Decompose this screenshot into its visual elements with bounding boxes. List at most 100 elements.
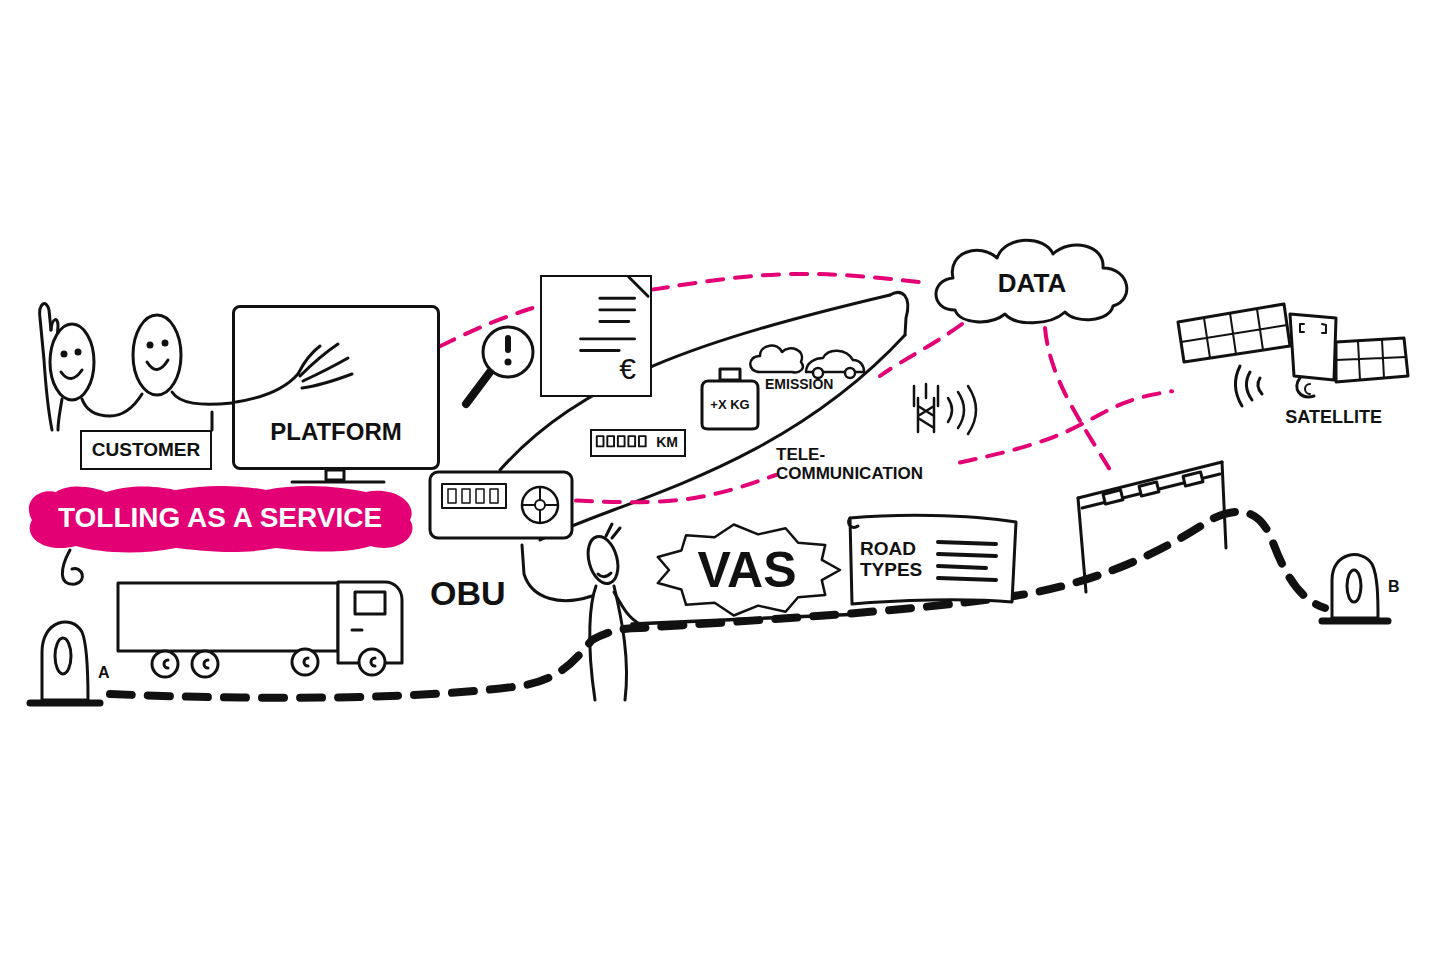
monitor-stand xyxy=(292,470,384,482)
data-connector xyxy=(652,274,925,290)
truck xyxy=(118,583,338,651)
monitor-stand xyxy=(326,470,344,480)
road-types-sheet-outline xyxy=(850,515,1016,604)
obu-device-outline xyxy=(535,500,545,510)
monitor-stand xyxy=(292,481,384,484)
point-label: B xyxy=(1388,578,1400,596)
toll-gantry xyxy=(1078,462,1222,508)
customer-people xyxy=(82,394,142,416)
magnifier xyxy=(466,372,490,404)
obu-device-outline xyxy=(476,489,484,503)
data-cloud: DATA xyxy=(925,230,1139,326)
service-cloud-outline xyxy=(29,486,413,553)
data-connector xyxy=(576,475,776,502)
magnifier xyxy=(505,335,511,353)
satellite-outline xyxy=(1305,384,1310,394)
telecom-antenna xyxy=(968,386,976,434)
waving-hand xyxy=(302,374,352,388)
service-person xyxy=(632,614,862,624)
km-counter-outline xyxy=(628,436,635,446)
start-post xyxy=(42,622,88,700)
start-post xyxy=(55,638,71,674)
start-post xyxy=(30,622,100,703)
km-counter-outline xyxy=(607,436,614,446)
end-post xyxy=(1332,555,1378,618)
end-post xyxy=(1322,618,1388,625)
km-counter-outline xyxy=(597,436,604,446)
invoice-document: € xyxy=(540,275,652,397)
toll-gantry xyxy=(1139,482,1159,496)
truck xyxy=(371,658,375,666)
node-text: SATELLITE xyxy=(1285,408,1382,428)
data-connector xyxy=(440,306,540,347)
satellite-outline xyxy=(1300,324,1326,333)
truck xyxy=(192,651,218,677)
data-connector xyxy=(960,391,1172,462)
obu-device-outline xyxy=(522,487,558,523)
satellite-outline xyxy=(1181,309,1287,358)
data-cloud-outline xyxy=(936,240,1127,323)
telecom-label: TELE- COMMUNICATION xyxy=(776,440,960,490)
telecom-antenna xyxy=(948,398,952,422)
point-label: A xyxy=(98,664,110,682)
customer-people xyxy=(40,304,232,430)
node-text: TELE- COMMUNICATION xyxy=(776,446,960,483)
invoice-document-outline xyxy=(581,277,649,351)
customer-board: CUSTOMER xyxy=(80,430,212,470)
satellite-outline xyxy=(1290,314,1336,380)
telecom-antenna xyxy=(914,384,938,406)
km-counter-outline xyxy=(618,436,625,446)
weight-icon-outline xyxy=(702,381,758,429)
waving-hand xyxy=(236,344,352,402)
satellite-outline xyxy=(1336,340,1406,380)
customer-people xyxy=(62,352,66,356)
km-counter-outline xyxy=(639,436,646,446)
scroll-curl xyxy=(62,550,82,584)
emission-car xyxy=(750,346,803,373)
customer-people xyxy=(148,343,152,347)
end-post xyxy=(1347,570,1361,602)
obu-device-outline xyxy=(490,489,498,503)
telecom-antenna xyxy=(958,392,964,428)
toll-gantry xyxy=(1103,490,1123,504)
customer-people xyxy=(211,412,214,430)
invoice-document-outline xyxy=(581,277,649,351)
ribbon-band xyxy=(890,293,908,335)
obu-device-outline xyxy=(442,484,506,508)
vas-burst: VAS xyxy=(652,522,842,618)
road-types-sheet-outline xyxy=(849,515,1016,604)
node-text: VAS xyxy=(697,543,796,598)
road-types-sheet-outline xyxy=(849,518,858,527)
service-person xyxy=(590,586,596,700)
km-counter-outline xyxy=(597,436,646,446)
service-person xyxy=(583,533,622,587)
obu-device-outline xyxy=(522,487,558,523)
node-text: OBU xyxy=(430,575,506,612)
node-text: KM xyxy=(656,435,678,450)
truck xyxy=(292,649,318,675)
customer-people xyxy=(76,350,80,354)
road-types-sheet: ROAD TYPES xyxy=(846,512,1022,608)
end-post xyxy=(1322,555,1388,621)
satellite-outline xyxy=(1178,304,1290,362)
service-cloud: TOLLING AS A SERVICE xyxy=(26,484,414,552)
data-cloud-outline xyxy=(936,240,1127,323)
truck xyxy=(355,592,385,614)
toll-gantry xyxy=(1183,472,1203,486)
weight-icon-outline xyxy=(720,369,740,380)
service-person xyxy=(606,524,620,538)
service-person xyxy=(614,592,640,624)
satellite-outline xyxy=(1235,366,1262,406)
node-text: CUSTOMER xyxy=(92,440,200,461)
service-person xyxy=(522,524,862,700)
service-person xyxy=(522,545,592,601)
node-text: PLATFORM xyxy=(270,419,402,445)
emission-car xyxy=(845,368,855,378)
obu-device-outline xyxy=(448,489,456,503)
telecom-antenna xyxy=(918,398,934,432)
node-text: +X KG xyxy=(710,398,749,412)
telecom-antenna xyxy=(914,384,976,434)
toll-gantry xyxy=(1078,462,1226,592)
